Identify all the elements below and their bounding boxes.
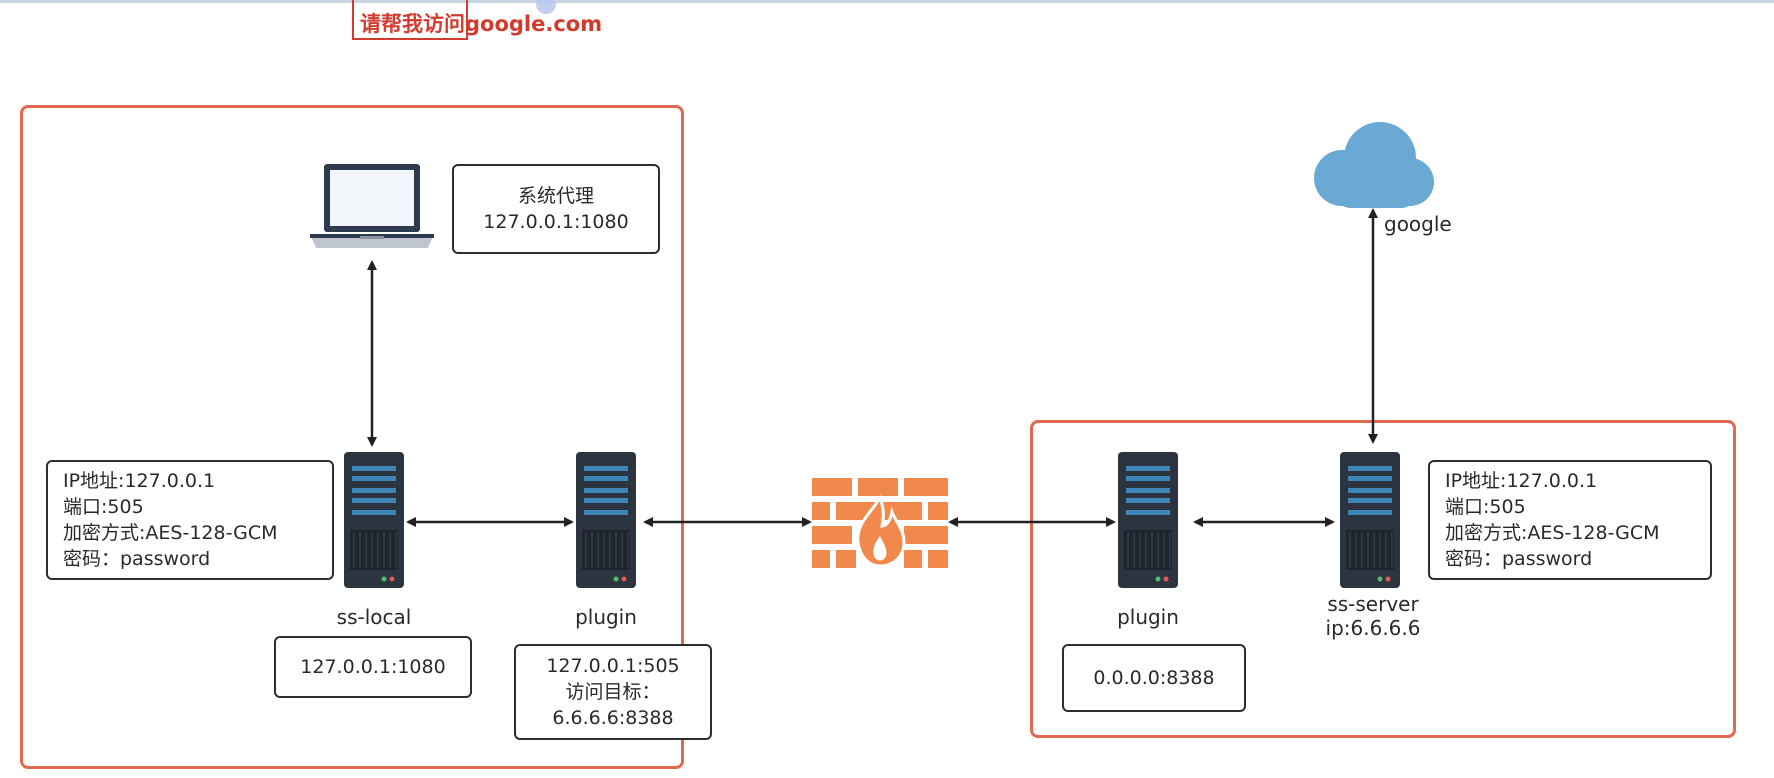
remote-plugin-server-icon xyxy=(1118,452,1178,588)
ss-server-ip: ip:6.6.6.6 xyxy=(1325,616,1421,640)
local-plugin-target-label: 访问目标： xyxy=(565,681,661,703)
server-config-ip: IP地址:127.0.0.1 xyxy=(1445,470,1598,492)
firewall-icon xyxy=(812,478,948,568)
local-config-box: IP地址:127.0.0.1 端口:505 加密方式:AES-128-GCM 密… xyxy=(46,460,334,580)
local-config-password: 密码：password xyxy=(63,548,211,570)
ss-server-icon xyxy=(1340,452,1400,588)
banner-frame xyxy=(352,0,468,40)
server-config-port: 端口:505 xyxy=(1445,496,1526,518)
system-proxy-box: 系统代理 127.0.0.1:1080 xyxy=(452,164,660,254)
banner-text: 请帮我访问google.com xyxy=(360,12,603,36)
ss-local-address: 127.0.0.1:1080 xyxy=(300,656,446,678)
cloud-icon xyxy=(1314,122,1434,208)
ss-local-server-icon xyxy=(344,452,404,588)
remote-plugin-address: 0.0.0.0:8388 xyxy=(1093,667,1215,689)
top-edge xyxy=(0,0,1774,3)
local-plugin-address: 127.0.0.1:505 xyxy=(546,655,680,677)
google-label: google xyxy=(1384,212,1452,236)
ss-local-address-box: 127.0.0.1:1080 xyxy=(274,636,472,698)
local-plugin-server-icon xyxy=(576,452,636,588)
local-config-cipher: 加密方式:AES-128-GCM xyxy=(63,522,278,544)
remote-plugin-label: plugin xyxy=(1117,605,1179,629)
local-plugin-box: 127.0.0.1:505 访问目标： 6.6.6.6:8388 xyxy=(514,644,712,740)
server-config-box: IP地址:127.0.0.1 端口:505 加密方式:AES-128-GCM 密… xyxy=(1428,460,1712,580)
server-config-password: 密码：password xyxy=(1445,548,1593,570)
client-region xyxy=(20,105,684,769)
ss-server-label: ss-server xyxy=(1327,592,1419,616)
laptop-icon xyxy=(310,164,434,248)
system-proxy-address: 127.0.0.1:1080 xyxy=(483,211,629,233)
ss-local-label: ss-local xyxy=(336,605,412,629)
system-proxy-title: 系统代理 xyxy=(517,185,594,207)
local-config-ip: IP地址:127.0.0.1 xyxy=(63,470,216,492)
cursor-highlight xyxy=(536,0,556,14)
remote-plugin-address-box: 0.0.0.0:8388 xyxy=(1062,644,1246,712)
local-plugin-label: plugin xyxy=(575,605,637,629)
local-plugin-target: 6.6.6.6:8388 xyxy=(552,707,674,729)
local-config-port: 端口:505 xyxy=(63,496,144,518)
server-config-cipher: 加密方式:AES-128-GCM xyxy=(1445,522,1660,544)
server-region xyxy=(1030,420,1736,738)
